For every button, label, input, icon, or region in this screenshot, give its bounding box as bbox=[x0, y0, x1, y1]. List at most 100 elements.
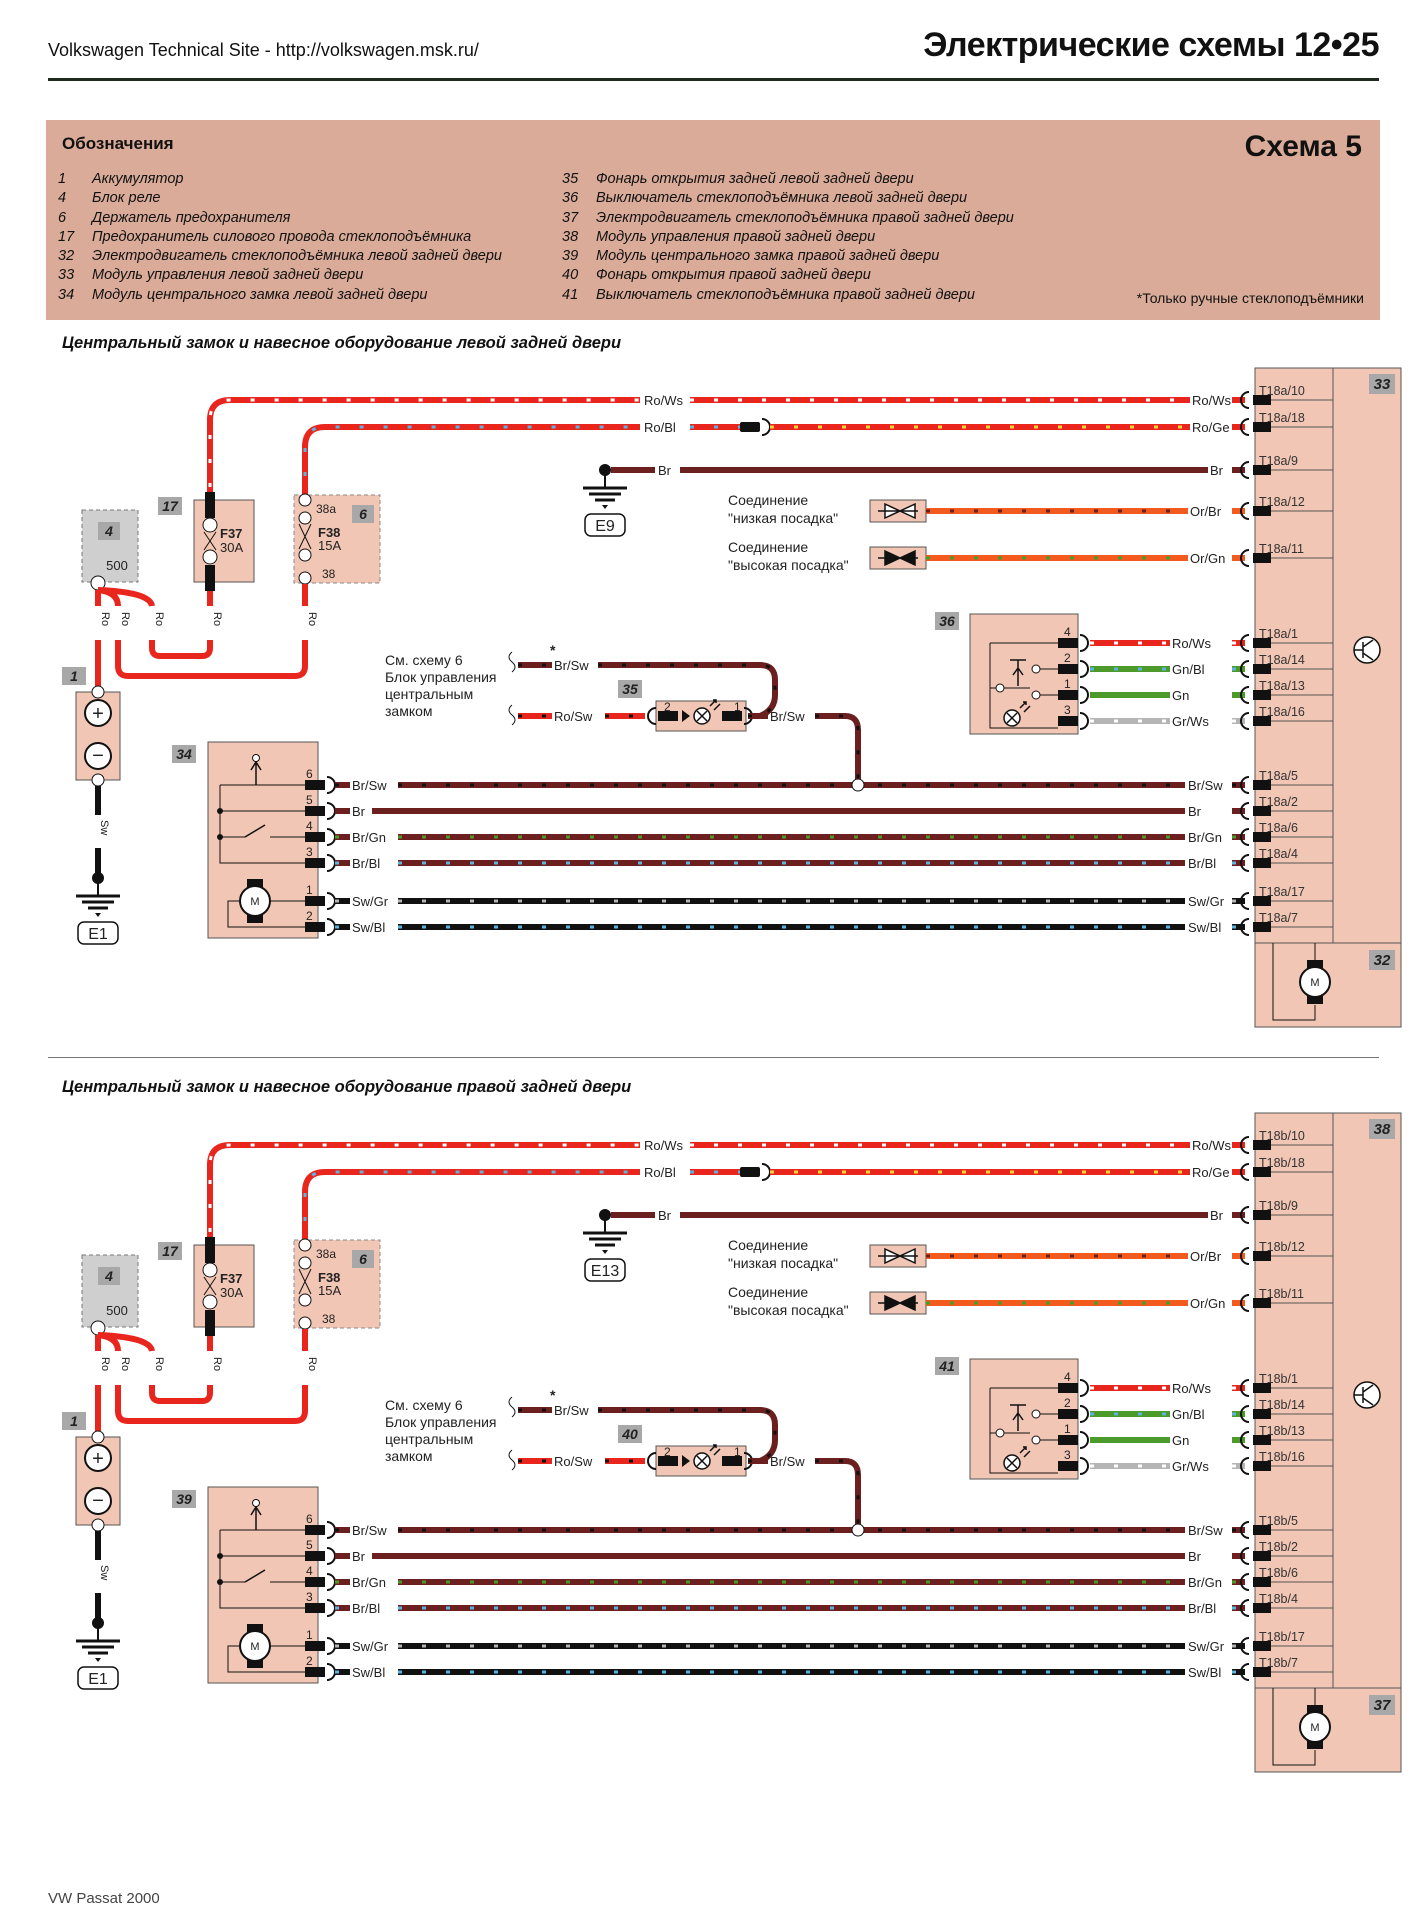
legend-item-text: Модуль центрального замка левой задней д… bbox=[92, 286, 428, 303]
junction bbox=[217, 808, 223, 814]
pin-socket bbox=[647, 1452, 657, 1470]
wire-label: Sw/Bl bbox=[1188, 1665, 1221, 1680]
wire-ro-ws-supply bbox=[207, 397, 640, 583]
component-id: 32 bbox=[1374, 952, 1391, 969]
switch-contact bbox=[1031, 1435, 1041, 1445]
lamp-icon bbox=[1003, 701, 1031, 727]
wire-label: Sw/Bl bbox=[352, 920, 385, 935]
pin-socket bbox=[1079, 1379, 1089, 1397]
component-id: 6 bbox=[359, 506, 367, 522]
module-socket bbox=[1240, 802, 1250, 820]
fuse-pin bbox=[205, 1237, 215, 1263]
legend-item-number: 39 bbox=[562, 248, 579, 265]
wire-break-icon bbox=[508, 651, 516, 673]
pin-number: 1 bbox=[734, 700, 741, 714]
legend-item-number: 6 bbox=[58, 209, 67, 226]
lamp-cross bbox=[1006, 712, 1018, 724]
lock-switch-lever bbox=[244, 1569, 266, 1583]
lamp-rays bbox=[709, 699, 721, 711]
switch-contact bbox=[1031, 664, 1041, 674]
pin-socket bbox=[326, 1573, 336, 1591]
module-pin bbox=[1253, 1167, 1271, 1177]
fuse-box-17 bbox=[193, 1244, 255, 1328]
lamp-rays bbox=[1019, 701, 1031, 713]
module-socket bbox=[1240, 712, 1250, 730]
module-pin-label: T18a/2 bbox=[1259, 795, 1298, 809]
section-title-right-door: Центральный замок и навесное оборудовани… bbox=[62, 1078, 632, 1096]
component-id-tag: 17 bbox=[158, 1242, 182, 1260]
module-pin bbox=[1253, 1210, 1271, 1220]
module-pin-label: T18b/6 bbox=[1259, 1566, 1298, 1580]
component-id: 17 bbox=[162, 1243, 179, 1259]
pin-socket bbox=[326, 1663, 336, 1681]
connector-pin bbox=[1058, 1379, 1089, 1397]
footnote-star: * bbox=[550, 642, 556, 658]
site-header: Volkswagen Technical Site - http://volks… bbox=[48, 40, 479, 60]
pin-number: 1 bbox=[306, 883, 313, 897]
fuse-terminal: 38a bbox=[316, 502, 336, 516]
wire-label: Ro/Ge bbox=[1192, 1165, 1230, 1180]
ground-symbol: E1 bbox=[76, 1617, 120, 1690]
lamp-rays bbox=[1019, 1446, 1031, 1458]
wire-label: Br bbox=[658, 1208, 672, 1223]
wire-ro-loop bbox=[149, 1385, 213, 1404]
wire-junction bbox=[851, 778, 865, 792]
module-socket bbox=[1240, 549, 1250, 567]
ground-tip bbox=[602, 1250, 608, 1254]
module-pin bbox=[1253, 553, 1271, 563]
switch-contact bbox=[252, 1499, 260, 1507]
lamp-icon bbox=[693, 699, 721, 725]
legend-item-number: 41 bbox=[562, 286, 579, 303]
wire-label: Ro/Bl bbox=[644, 1165, 676, 1180]
ground-label-box bbox=[77, 1666, 119, 1690]
window-motor-wiring bbox=[1272, 1688, 1316, 1766]
component-id: 33 bbox=[1374, 376, 1391, 393]
wire-label: Ro/Sw bbox=[554, 709, 593, 724]
pin-number: 1 bbox=[1064, 677, 1071, 691]
module-socket bbox=[1240, 1379, 1250, 1397]
legend-item-text: Электродвигатель стеклоподъёмника правой… bbox=[596, 209, 1014, 226]
connector-pin bbox=[305, 1521, 336, 1539]
wire-ro-loop bbox=[115, 1385, 308, 1424]
pin-block bbox=[1058, 1383, 1078, 1393]
module-pin bbox=[1253, 1298, 1271, 1308]
wire-label: Sw/Gr bbox=[352, 894, 389, 909]
pin-number: 2 bbox=[664, 1445, 671, 1459]
wire-label: Ro/Ws bbox=[644, 393, 684, 408]
fuse-element bbox=[203, 531, 217, 551]
pin-block bbox=[658, 1456, 678, 1466]
module-socket bbox=[1240, 418, 1250, 436]
battery-terminal bbox=[91, 1430, 105, 1444]
fuse-pin bbox=[205, 565, 215, 591]
connector-pin bbox=[305, 892, 336, 910]
pin-socket bbox=[1079, 1405, 1089, 1423]
connection-label: "высокая посадка" bbox=[728, 1302, 849, 1318]
inline-connector-socket bbox=[761, 418, 771, 436]
wire-label-vertical: Ro bbox=[211, 1357, 223, 1371]
fuse-holder-6 bbox=[293, 494, 381, 584]
fuse-node bbox=[298, 1256, 312, 1270]
lock-circuit bbox=[219, 784, 305, 864]
tag-bg bbox=[618, 1425, 642, 1443]
module-pin-label: T18a/14 bbox=[1259, 653, 1305, 667]
ground-label: E1 bbox=[88, 926, 108, 943]
legend-item-number: 35 bbox=[562, 171, 579, 187]
wire-label: Or/Gn bbox=[1190, 551, 1225, 566]
wire-break-icon bbox=[508, 1449, 516, 1471]
module-pin bbox=[1253, 1383, 1271, 1393]
fuse-node bbox=[202, 1262, 218, 1278]
module-socket bbox=[1240, 686, 1250, 704]
inline-connector bbox=[740, 422, 760, 432]
pin-socket bbox=[326, 918, 336, 936]
tag-bg bbox=[935, 1357, 959, 1375]
tag-bg bbox=[618, 680, 642, 698]
module-pin bbox=[1253, 664, 1271, 674]
pin-socket bbox=[1079, 1431, 1089, 1449]
pin-number: 1 bbox=[734, 1445, 741, 1459]
wire-label: Br/Sw bbox=[1188, 778, 1223, 793]
